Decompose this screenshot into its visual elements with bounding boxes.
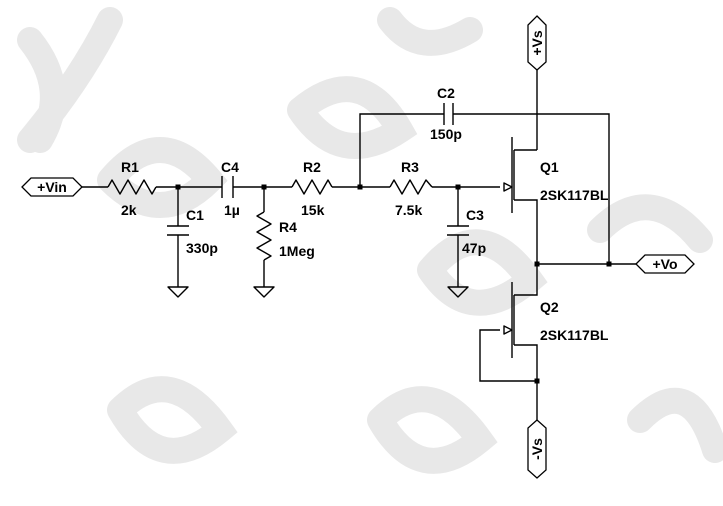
r1-name: R1: [121, 159, 139, 175]
r3-value: 7.5k: [395, 202, 422, 218]
ground-r4: [253, 286, 275, 298]
capacitor-c2: C2 150p: [430, 85, 462, 142]
c3-value: 47p: [462, 240, 486, 256]
resistor-r1: R1 2k: [107, 159, 157, 218]
r2-name: R2: [303, 159, 321, 175]
jfet-q1: Q1 2SK117BL: [503, 137, 609, 213]
port-vin-label: +Vin: [37, 179, 67, 195]
c1-value: 330p: [186, 240, 218, 256]
c2-name: C2: [437, 85, 455, 101]
capacitor-c4: C4 1µ: [221, 159, 240, 218]
q1-name: Q1: [540, 159, 559, 175]
q1-model: 2SK117BL: [540, 187, 609, 203]
c4-value: 1µ: [224, 202, 240, 218]
port-vo: +Vo: [635, 254, 695, 274]
r1-value: 2k: [121, 202, 137, 218]
r4-value: 1Meg: [279, 243, 315, 259]
c2-value: 150p: [430, 126, 462, 142]
resistor-r2: R2 15k: [291, 159, 333, 218]
r4-name: R4: [279, 219, 297, 235]
resistor-r3: R3 7.5k: [389, 159, 433, 218]
capacitor-c3: C3 47p: [447, 207, 486, 256]
c1-name: C1: [186, 207, 204, 223]
q2-name: Q2: [540, 299, 559, 315]
wires: [82, 62, 636, 420]
watermark: [17, 7, 723, 474]
c3-name: C3: [466, 207, 484, 223]
port-vo-label: +Vo: [652, 256, 677, 272]
port-vin: +Vin: [21, 177, 83, 197]
port-vs-neg: -Vs: [527, 419, 547, 479]
port-vs-neg-label: -Vs: [529, 438, 545, 460]
jfet-q2: Q2 2SK117BL: [503, 282, 609, 358]
port-vs-pos: +Vs: [527, 15, 547, 71]
r2-value: 15k: [301, 202, 325, 218]
resistor-r4: R4 1Meg: [256, 211, 315, 261]
ground-c3: [447, 286, 469, 298]
q2-model: 2SK117BL: [540, 327, 609, 343]
ground-c1: [167, 286, 189, 298]
r3-name: R3: [401, 159, 419, 175]
capacitor-c1: C1 330p: [167, 207, 218, 256]
junctions: [175, 184, 612, 384]
port-vs-pos-label: +Vs: [529, 30, 545, 56]
c4-name: C4: [221, 159, 239, 175]
